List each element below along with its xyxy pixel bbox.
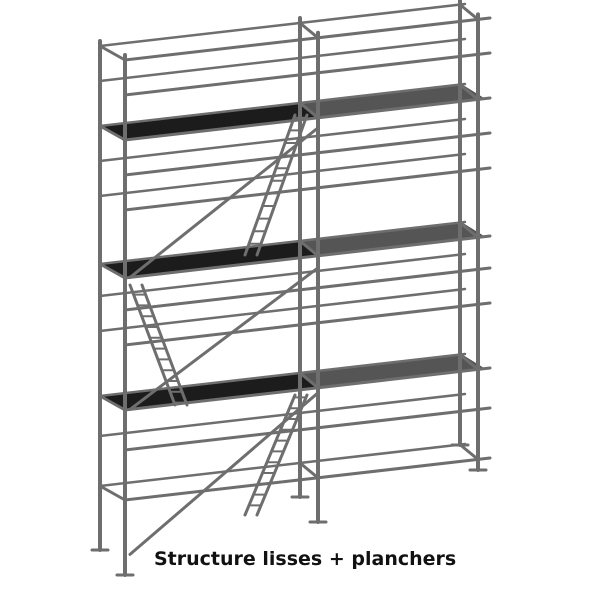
- front-rail: [123, 51, 492, 97]
- diagonal-brace: [128, 266, 320, 411]
- back-rail: [98, 152, 467, 198]
- mid-transom: [298, 21, 320, 40]
- ladder-rail: [243, 113, 297, 257]
- back-rail: [98, 392, 467, 438]
- front-rail: [123, 16, 492, 62]
- diagonal-brace: [128, 126, 320, 279]
- back-rail: [98, 442, 467, 488]
- end-transom: [98, 394, 127, 412]
- front-rail: [123, 266, 492, 312]
- end-transom: [98, 124, 127, 142]
- mid-transom: [298, 461, 320, 480]
- back-rail: [98, 220, 467, 266]
- diagonal-brace: [128, 391, 320, 556]
- end-transom: [458, 3, 480, 21]
- back-rail: [98, 252, 467, 298]
- deck-right-level-1: [300, 84, 485, 118]
- front-rail: [123, 301, 492, 347]
- end-transom: [98, 484, 127, 502]
- back-rail: [98, 37, 467, 83]
- end-transom: [458, 221, 480, 239]
- end-transom: [98, 262, 127, 280]
- front-rail: [123, 234, 492, 280]
- image-caption: Structure lisses + planchers: [154, 548, 457, 570]
- ladder-rail: [243, 393, 297, 517]
- deck-left-level-3: [100, 373, 318, 410]
- front-rail: [123, 96, 492, 142]
- mid-transom: [298, 371, 320, 390]
- end-transom: [458, 83, 480, 101]
- front-rail: [123, 456, 492, 502]
- back-rail: [98, 117, 467, 163]
- mid-transom: [298, 239, 320, 258]
- mid-transom: [298, 101, 320, 120]
- deck-left-level-1: [100, 103, 318, 140]
- deck-right-level-3: [300, 354, 485, 388]
- front-rail: [123, 406, 492, 452]
- back-rail: [98, 2, 467, 48]
- deck-left-level-2: [100, 241, 318, 278]
- back-rail: [98, 287, 467, 333]
- front-rail: [123, 131, 492, 177]
- front-rail: [123, 166, 492, 212]
- end-transom: [98, 44, 127, 62]
- end-transom: [458, 443, 480, 461]
- back-rail: [98, 352, 467, 398]
- end-transom: [458, 353, 480, 371]
- deck-right-level-2: [300, 222, 485, 256]
- back-rail: [98, 82, 467, 128]
